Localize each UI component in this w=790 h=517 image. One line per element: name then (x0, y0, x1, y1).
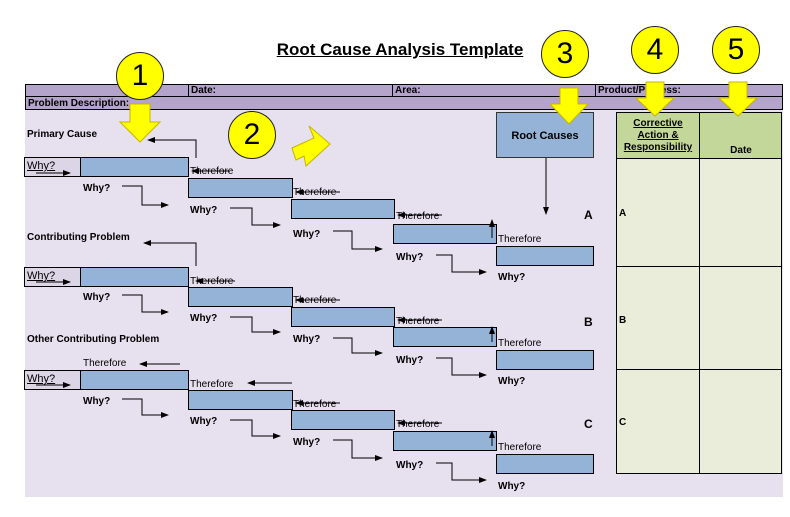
step-box (291, 307, 395, 327)
yellow-down-arrow-3 (548, 87, 590, 125)
step-box (188, 287, 293, 307)
step-box (496, 350, 594, 370)
yellow-down-arrow-1 (118, 103, 162, 143)
why-arrow (436, 462, 487, 483)
yellow-down-arrow-4 (634, 81, 676, 117)
table-row-letter-c: C (619, 417, 627, 428)
table-column-divider (699, 112, 700, 474)
why-arrow (436, 357, 487, 378)
why-label: Why? (293, 334, 321, 345)
corrective-header-line1: Corrective (633, 118, 683, 129)
why-arrow (333, 439, 383, 461)
why-label: Why? (498, 272, 526, 283)
header-row (25, 84, 783, 97)
product-process-label: Product/Process: (598, 85, 681, 96)
step-box (80, 157, 189, 177)
why-label: Why? (190, 416, 218, 427)
header-divider (392, 84, 393, 97)
step-badge-3: 3 (541, 30, 589, 78)
step-badge-1: 1 (116, 52, 164, 100)
why-arrow (122, 185, 169, 208)
therefore-label: Therefore (498, 442, 542, 453)
yellow-right-arrow-2 (291, 125, 331, 167)
area-label: Area: (395, 85, 421, 96)
header-divider (188, 84, 189, 97)
root-cause-letter-b: B (584, 315, 593, 329)
step-badge-5: 5 (712, 26, 760, 74)
step-box (291, 410, 395, 430)
section-label-contributing: Contributing Problem (27, 232, 130, 243)
step-box (291, 199, 395, 219)
therefore-arrow (147, 137, 197, 158)
why-arrow (333, 230, 383, 252)
therefore-arrow (143, 240, 197, 266)
why-arrow (230, 207, 281, 228)
why-label: Why? (190, 205, 218, 216)
table-row-letter-a: A (619, 208, 627, 219)
root-cause-letter-c: C (584, 417, 593, 431)
therefore-label: Therefore (83, 358, 127, 369)
step-box (393, 431, 497, 451)
why-arrow (122, 294, 169, 315)
why-start-label: Why? (27, 373, 56, 385)
why-arrow (230, 316, 281, 335)
therefore-label: Therefore (396, 316, 440, 327)
why-label: Why? (83, 183, 111, 194)
why-label: Why? (293, 437, 321, 448)
header-divider (595, 84, 596, 97)
therefore-label: Therefore (498, 234, 542, 245)
table-row-divider (616, 266, 782, 267)
problem-description-label: Problem Description: (28, 98, 130, 109)
therefore-label: Therefore (190, 379, 234, 390)
why-label: Why? (498, 376, 526, 387)
step-box (393, 327, 497, 347)
why-start-label: Why? (27, 270, 56, 282)
why-label: Why? (83, 396, 111, 407)
why-label: Why? (83, 292, 111, 303)
root-cause-letter-a: A (584, 208, 593, 222)
step-box (393, 224, 497, 244)
why-label: Why? (293, 229, 321, 240)
why-label: Why? (396, 252, 424, 263)
page-title: Root Cause Analysis Template (276, 40, 524, 59)
therefore-label: Therefore (396, 211, 440, 222)
step-box (496, 454, 594, 474)
table-row-letter-b: B (619, 315, 627, 326)
yellow-down-arrow-5 (717, 81, 759, 117)
why-label: Why? (396, 355, 424, 366)
why-start-label: Why? (27, 160, 56, 172)
why-label: Why? (498, 481, 526, 492)
step-box (496, 246, 594, 266)
why-arrow (333, 337, 383, 356)
step-badge-4: 4 (631, 26, 679, 74)
why-label: Why? (396, 460, 424, 471)
step-box (188, 178, 293, 198)
therefore-label: Therefore (396, 419, 440, 430)
why-label: Why? (190, 313, 218, 324)
corrective-action-header: Corrective Action & Responsibility (617, 118, 699, 154)
date-column-header: Date (730, 145, 752, 156)
section-label-other: Other Contributing Problem (27, 334, 160, 345)
root-causes-box: Root Causes (496, 112, 594, 158)
problem-row (25, 97, 783, 110)
why-arrow (230, 419, 281, 439)
corrective-header-line2: Action & (637, 130, 679, 141)
step-box (80, 267, 189, 287)
step-box (80, 370, 189, 390)
section-label-primary: Primary Cause (27, 129, 98, 140)
why-arrow (122, 398, 169, 418)
table-row-divider (616, 369, 782, 370)
corrective-header-line3: Responsibility (623, 142, 693, 153)
therefore-label: Therefore (293, 399, 337, 410)
step-box (188, 390, 293, 410)
why-arrow (436, 254, 487, 275)
date-label: Date: (191, 85, 217, 96)
therefore-label: Therefore (498, 338, 542, 349)
step-badge-2: 2 (228, 111, 276, 159)
